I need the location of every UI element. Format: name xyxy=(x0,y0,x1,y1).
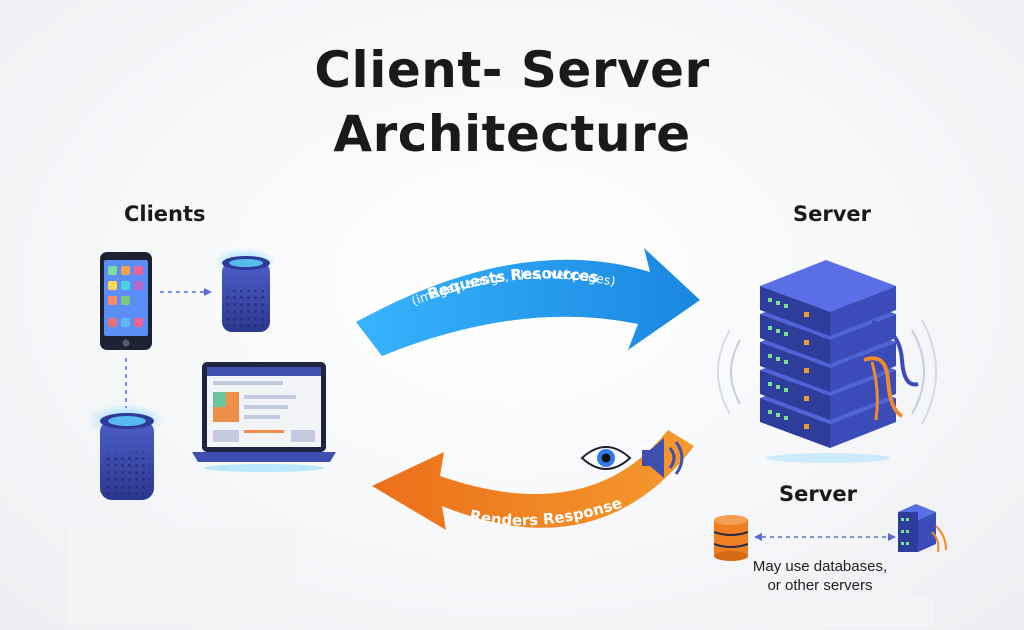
note-line-1: May use databases, xyxy=(752,558,888,575)
note-line-2: or other servers xyxy=(767,577,873,594)
eye-icon xyxy=(580,446,632,470)
title-line-1: Client- Server xyxy=(314,41,710,99)
response-arrow: Renders Response xyxy=(372,430,694,530)
page-title: Client- Server Architecture xyxy=(0,38,1024,166)
bottom-left-panel xyxy=(68,528,296,623)
server-unit xyxy=(760,260,896,336)
small-server-icon xyxy=(898,504,947,553)
laptop-icon xyxy=(192,362,336,472)
request-arrow: Requests Resources (images, songs, files… xyxy=(356,248,700,356)
smart-speaker-icon xyxy=(213,248,277,332)
db-server-connector xyxy=(754,533,896,541)
smartphone-icon xyxy=(100,252,152,350)
database-icon xyxy=(713,515,749,561)
server-stack-icon xyxy=(717,260,937,463)
bottom-right-panel xyxy=(698,598,934,628)
note-text: May use databases, or other servers xyxy=(735,557,905,595)
secondary-server-label: Server xyxy=(779,482,858,506)
title-line-2: Architecture xyxy=(333,105,691,163)
clients-label: Clients xyxy=(124,202,206,226)
sound-icon xyxy=(642,438,684,478)
server-label: Server xyxy=(793,202,872,226)
smart-speaker-icon-2 xyxy=(88,404,164,500)
